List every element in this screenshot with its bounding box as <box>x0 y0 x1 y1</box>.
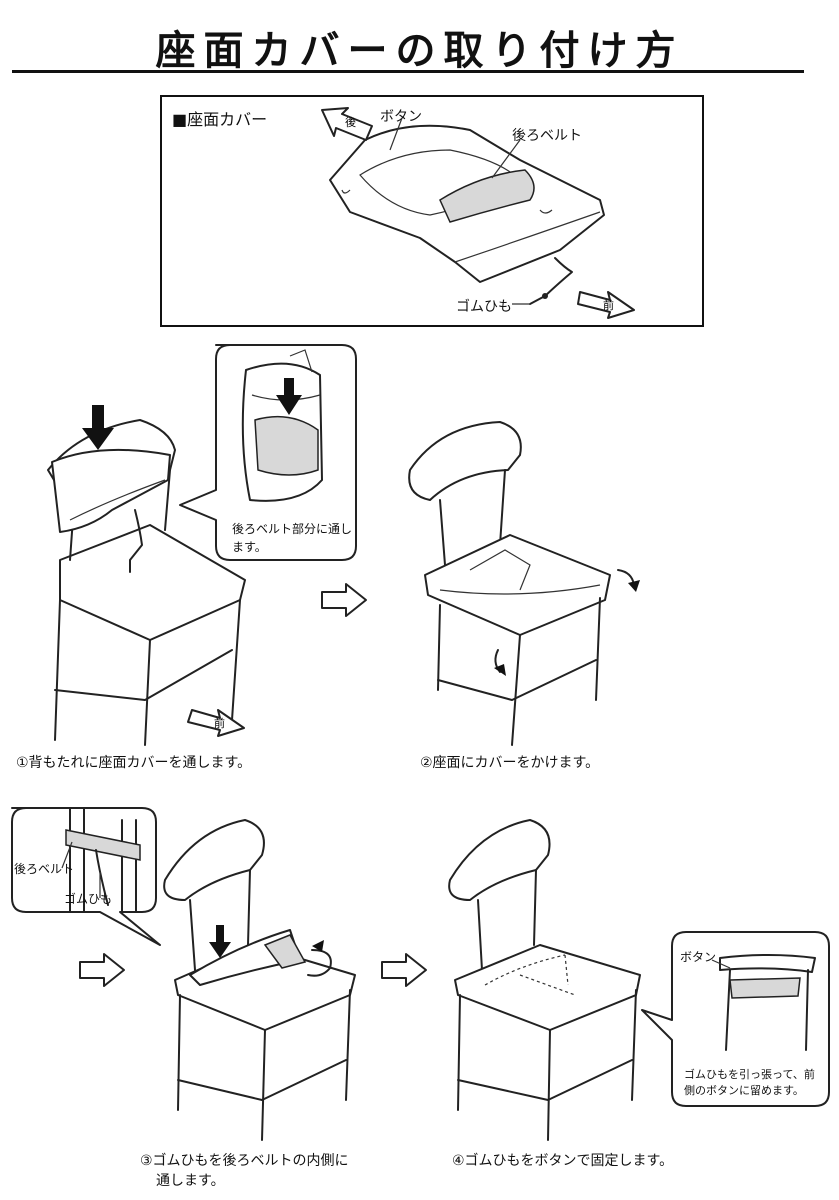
front-direction-arrow <box>577 291 635 319</box>
step3-caption-line1: ③ゴムひもを後ろベルトの内側に <box>140 1153 349 1169</box>
step1-arrow-text: 前 <box>214 716 225 730</box>
back-direction-arrow <box>321 107 373 141</box>
front-arrow-text: 前 <box>603 298 614 312</box>
step4-button-label: ボタン <box>680 950 717 964</box>
step1-front-arrow <box>187 709 245 737</box>
page-title: 座面カバーの取り付け方 <box>155 28 684 74</box>
step4-zoom-bubble <box>641 931 830 1107</box>
seat-cover-overview-box <box>160 95 704 327</box>
step4-note-line1: ゴムひもを引っ張って、前 <box>684 1068 815 1081</box>
step4-chair <box>448 819 641 1141</box>
step1-caption: ①背もたれに座面カバーを通します。 <box>16 755 252 771</box>
step3-chair <box>163 819 356 1141</box>
step1-note-line1: 後ろベルト部分に通し <box>232 522 353 536</box>
step-arrow-3-left <box>79 953 125 987</box>
back-arrow-text: 後 <box>345 115 356 129</box>
step-arrow-3-4 <box>381 953 427 987</box>
step1-note-line2: ます。 <box>232 540 267 554</box>
step4-note-line2: 側のボタンに留めます。 <box>684 1084 804 1097</box>
step3-back-belt-label: 後ろベルト <box>14 862 75 876</box>
seat-cover-illustration <box>329 117 605 305</box>
step3-rubber-cord-label: ゴムひも <box>64 892 113 906</box>
rubber-cord-label: ゴムひも <box>456 299 512 315</box>
step2-caption: ②座面にカバーをかけます。 <box>420 755 600 771</box>
back-belt-label: 後ろベルト <box>512 128 582 144</box>
step1-zoom-bubble <box>179 344 357 561</box>
step2-chair <box>408 421 640 746</box>
step4-caption: ④ゴムひもをボタンで固定します。 <box>452 1153 674 1169</box>
seat-cover-heading: ■座面カバー <box>172 110 268 129</box>
step-arrow-1-2 <box>321 583 367 617</box>
button-label: ボタン <box>380 109 422 125</box>
step3-caption-line2: 通します。 <box>156 1173 225 1189</box>
title-divider <box>12 70 804 73</box>
step3-zoom-bubble <box>11 807 161 946</box>
step1-chair <box>47 405 246 746</box>
